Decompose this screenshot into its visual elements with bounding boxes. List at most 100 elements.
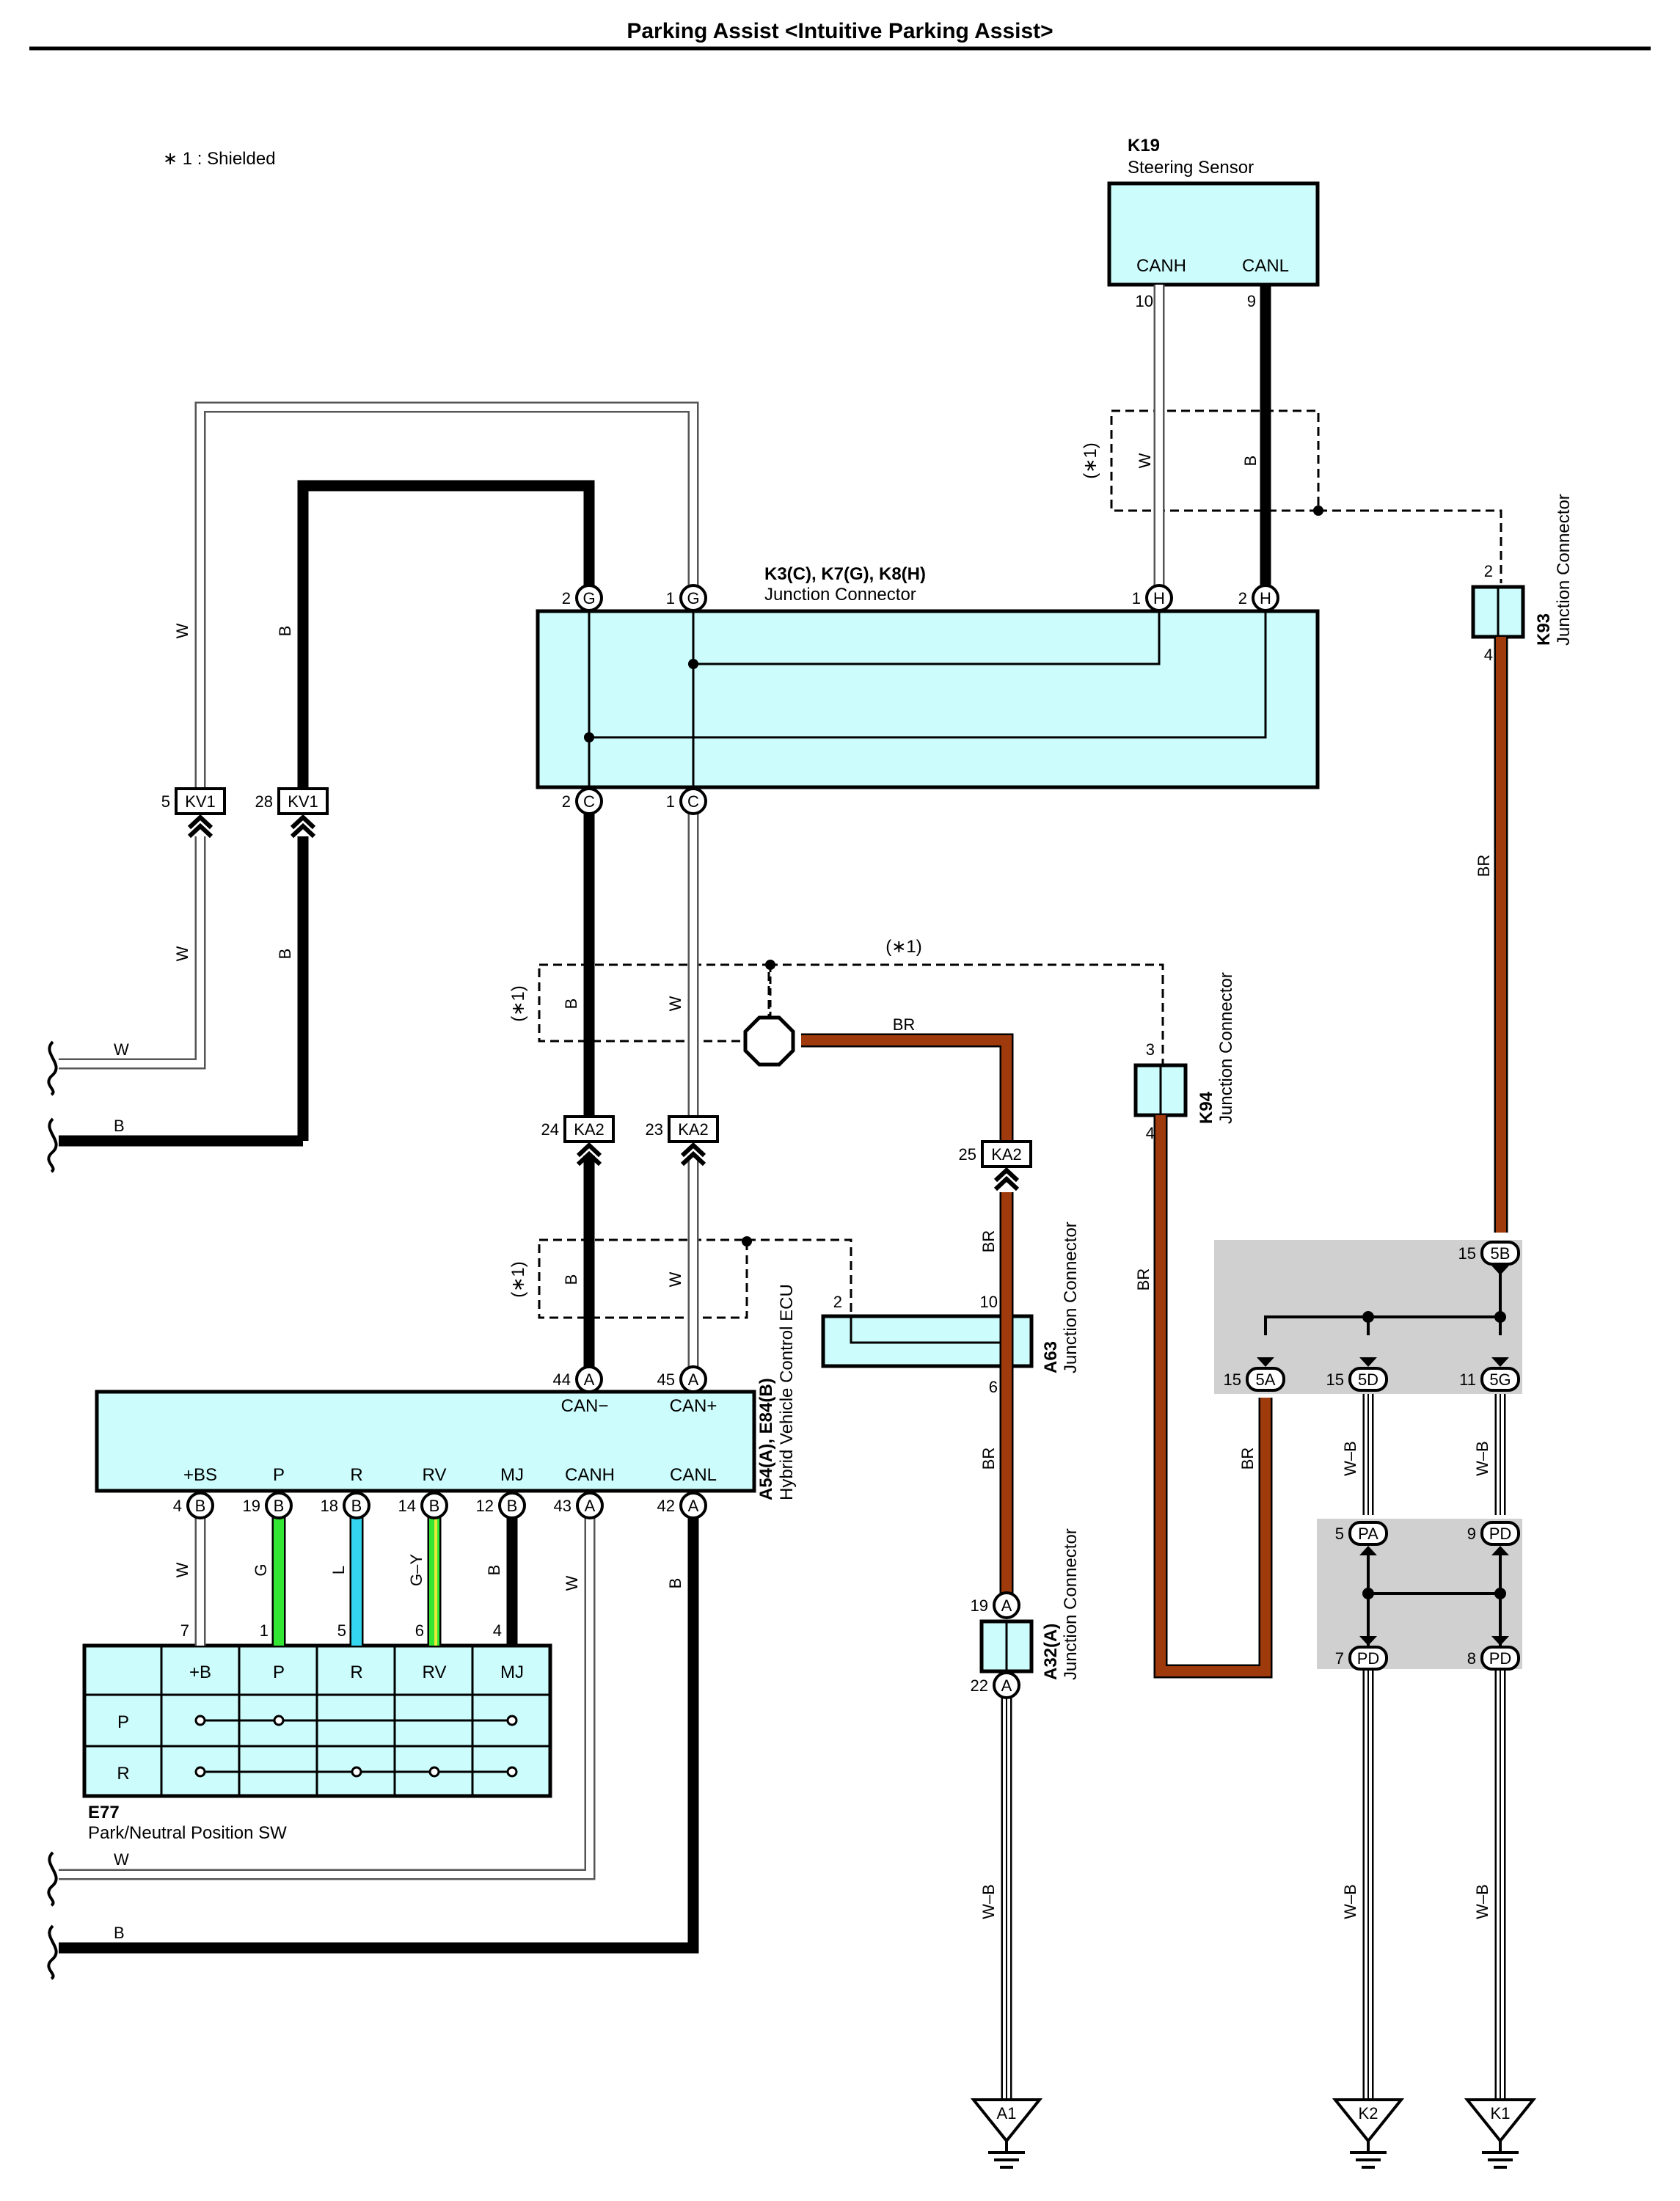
wire-label-b-k19: B	[1241, 456, 1260, 467]
wire-label-w-3: W	[114, 1040, 129, 1059]
a32-pin-letter-19: A	[1001, 1596, 1012, 1615]
ecu-pin-num-43: 43	[554, 1497, 571, 1515]
junction-pills	[1246, 1241, 1520, 1671]
ecu-pin-letter-14: B	[429, 1497, 440, 1515]
ecu-name: Hybrid Vehicle Control ECU	[777, 1284, 797, 1500]
shield-label-mid: (∗1)	[885, 937, 921, 957]
junction-pill-numbers: 15 15 15 11 5 9 7 8	[1224, 1244, 1476, 1668]
kv1-label-b: KV1	[288, 792, 318, 811]
wire-label-br-5a: BR	[1238, 1448, 1257, 1470]
jb-dot-5d	[1362, 1311, 1374, 1323]
e77-switch-table	[82, 1643, 552, 1798]
k19-terminal-canh: CANH	[1136, 256, 1186, 276]
k3-splice-dot-h	[584, 732, 594, 742]
ecu-pin-num-44: 44	[553, 1370, 571, 1389]
wire-label-l: L	[329, 1566, 348, 1574]
shield-drain-dot-k19	[1313, 505, 1323, 516]
wire-label-br-a63-bottom: BR	[979, 1448, 998, 1470]
ground-labels: A1 K2 K1	[997, 2104, 1511, 2122]
ecu-pin-num-45: 45	[657, 1370, 675, 1389]
a63-junction-connector	[821, 1314, 1034, 1368]
wire-label-w-1: W	[173, 623, 191, 638]
wire-label-br-shield: BR	[893, 1015, 916, 1034]
wire-label-b-2: B	[276, 949, 294, 960]
kv1-label-a: KV1	[185, 792, 216, 811]
ka2-pin-23: 23	[646, 1120, 663, 1139]
e77-pin-6: 6	[415, 1621, 424, 1640]
ecu-label-mj: MJ	[500, 1465, 524, 1485]
jb-dot-pd	[1494, 1588, 1506, 1599]
ecu-pin-num-4: 4	[173, 1497, 182, 1515]
shield-boxes	[538, 409, 1502, 1319]
wire-label-wb-a1: W–B	[979, 1884, 998, 1919]
a32-code: A32(A)	[1041, 1624, 1061, 1680]
b-wires	[59, 285, 1271, 1954]
ecu-pin-letter-4: B	[195, 1497, 206, 1515]
junction-pa-num: 5	[1335, 1525, 1344, 1543]
junction-5b-num: 15	[1458, 1244, 1476, 1263]
e77-pin-1: 1	[260, 1621, 269, 1640]
wire-label-w-6: W	[114, 1850, 129, 1869]
junction-5g-label: 5G	[1489, 1370, 1511, 1389]
ecu-pin-num-18: 18	[321, 1497, 338, 1515]
k93-code: K93	[1534, 613, 1554, 646]
k3-pin-num-2c: 2	[562, 792, 571, 811]
wire-label-w-5: W	[666, 1271, 684, 1287]
junction-5b-label: 5B	[1491, 1244, 1511, 1263]
k3-pin-letter-1h: H	[1153, 589, 1165, 607]
e77-col-mj: MJ	[500, 1662, 524, 1682]
k3-splice-dot-g	[688, 659, 698, 669]
e77-row-p: P	[117, 1712, 129, 1732]
k93-pin-4: 4	[1484, 646, 1493, 664]
junction-5a-label: 5A	[1256, 1370, 1276, 1389]
ka2-label-c: KA2	[991, 1145, 1022, 1164]
ecu-pin-letter-44: A	[584, 1370, 595, 1389]
ground-k2-label: K2	[1359, 2104, 1378, 2122]
k3-pin-num-1g: 1	[666, 589, 675, 607]
wire-label-b-canl: B	[666, 1578, 684, 1589]
wire-label-wb-5d: W–B	[1341, 1441, 1359, 1476]
junction-pd1-num: 9	[1467, 1525, 1476, 1543]
inline-connector-pins: 5 28 24 23 25	[161, 792, 976, 1164]
a32-name: Junction Connector	[1061, 1528, 1081, 1680]
wire-label-br-k93: BR	[1475, 855, 1493, 877]
a63-pin-10: 10	[980, 1293, 998, 1311]
ground-symbols	[970, 2098, 1537, 2169]
k19-name: Steering Sensor	[1128, 158, 1254, 178]
k3-pin-num-2h: 2	[1238, 589, 1247, 607]
ka2-label-b: KA2	[678, 1120, 709, 1139]
wire-label-w-4: W	[666, 996, 684, 1011]
e77-col-rv: RV	[423, 1662, 447, 1682]
k94-code: K94	[1197, 1091, 1216, 1124]
junction-pa-label: PA	[1358, 1525, 1378, 1543]
ecu-pin-num-42: 42	[657, 1497, 675, 1515]
wire-label-br-k94: BR	[1134, 1269, 1153, 1291]
a32-pin-letter-22: A	[1001, 1676, 1012, 1695]
wire-label-b-3: B	[114, 1117, 125, 1135]
shielded-note: ∗ 1 : Shielded	[163, 149, 276, 169]
ecu-pin-num-14: 14	[398, 1497, 416, 1515]
wire-label-wb-k1: W–B	[1473, 1884, 1491, 1919]
terminal-letters: G G H H C C A A B B B B B A A A A	[195, 589, 1271, 1695]
wire-label-b-mj: B	[485, 1565, 503, 1576]
e77-pin-7: 7	[180, 1621, 189, 1640]
e77-row-r: R	[117, 1764, 129, 1784]
junction-pd1-label: PD	[1489, 1525, 1512, 1543]
ecu-pin-num-19: 19	[243, 1497, 260, 1515]
junction-pd3-num: 8	[1467, 1649, 1476, 1668]
wire-label-b-6: B	[114, 1924, 125, 1942]
k3-pin-num-1h: 1	[1132, 589, 1141, 607]
k3-code: K3(C), K7(G), K8(H)	[764, 564, 926, 584]
e77-col-b: +B	[189, 1662, 211, 1682]
k19-terminal-canl: CANL	[1242, 256, 1289, 276]
ka2-pin-24: 24	[541, 1120, 559, 1139]
ecu-pin-letter-19: B	[274, 1497, 285, 1515]
ecu-pin-letter-45: A	[688, 1370, 699, 1389]
wire-label-w-e77: W	[173, 1562, 191, 1577]
k94-name: Junction Connector	[1216, 972, 1236, 1124]
terminal-numbers: 2 1 1 2 2 1 44 45 4 19 18 14 12 43 42 19…	[173, 589, 1247, 1695]
junction-pill-labels: 5B 5A 5D 5G PA PD PD PD	[1256, 1244, 1512, 1668]
jb-dot-5g	[1494, 1311, 1506, 1323]
terminal-circles	[186, 584, 1279, 1699]
a63-internal-link	[850, 1316, 1007, 1344]
